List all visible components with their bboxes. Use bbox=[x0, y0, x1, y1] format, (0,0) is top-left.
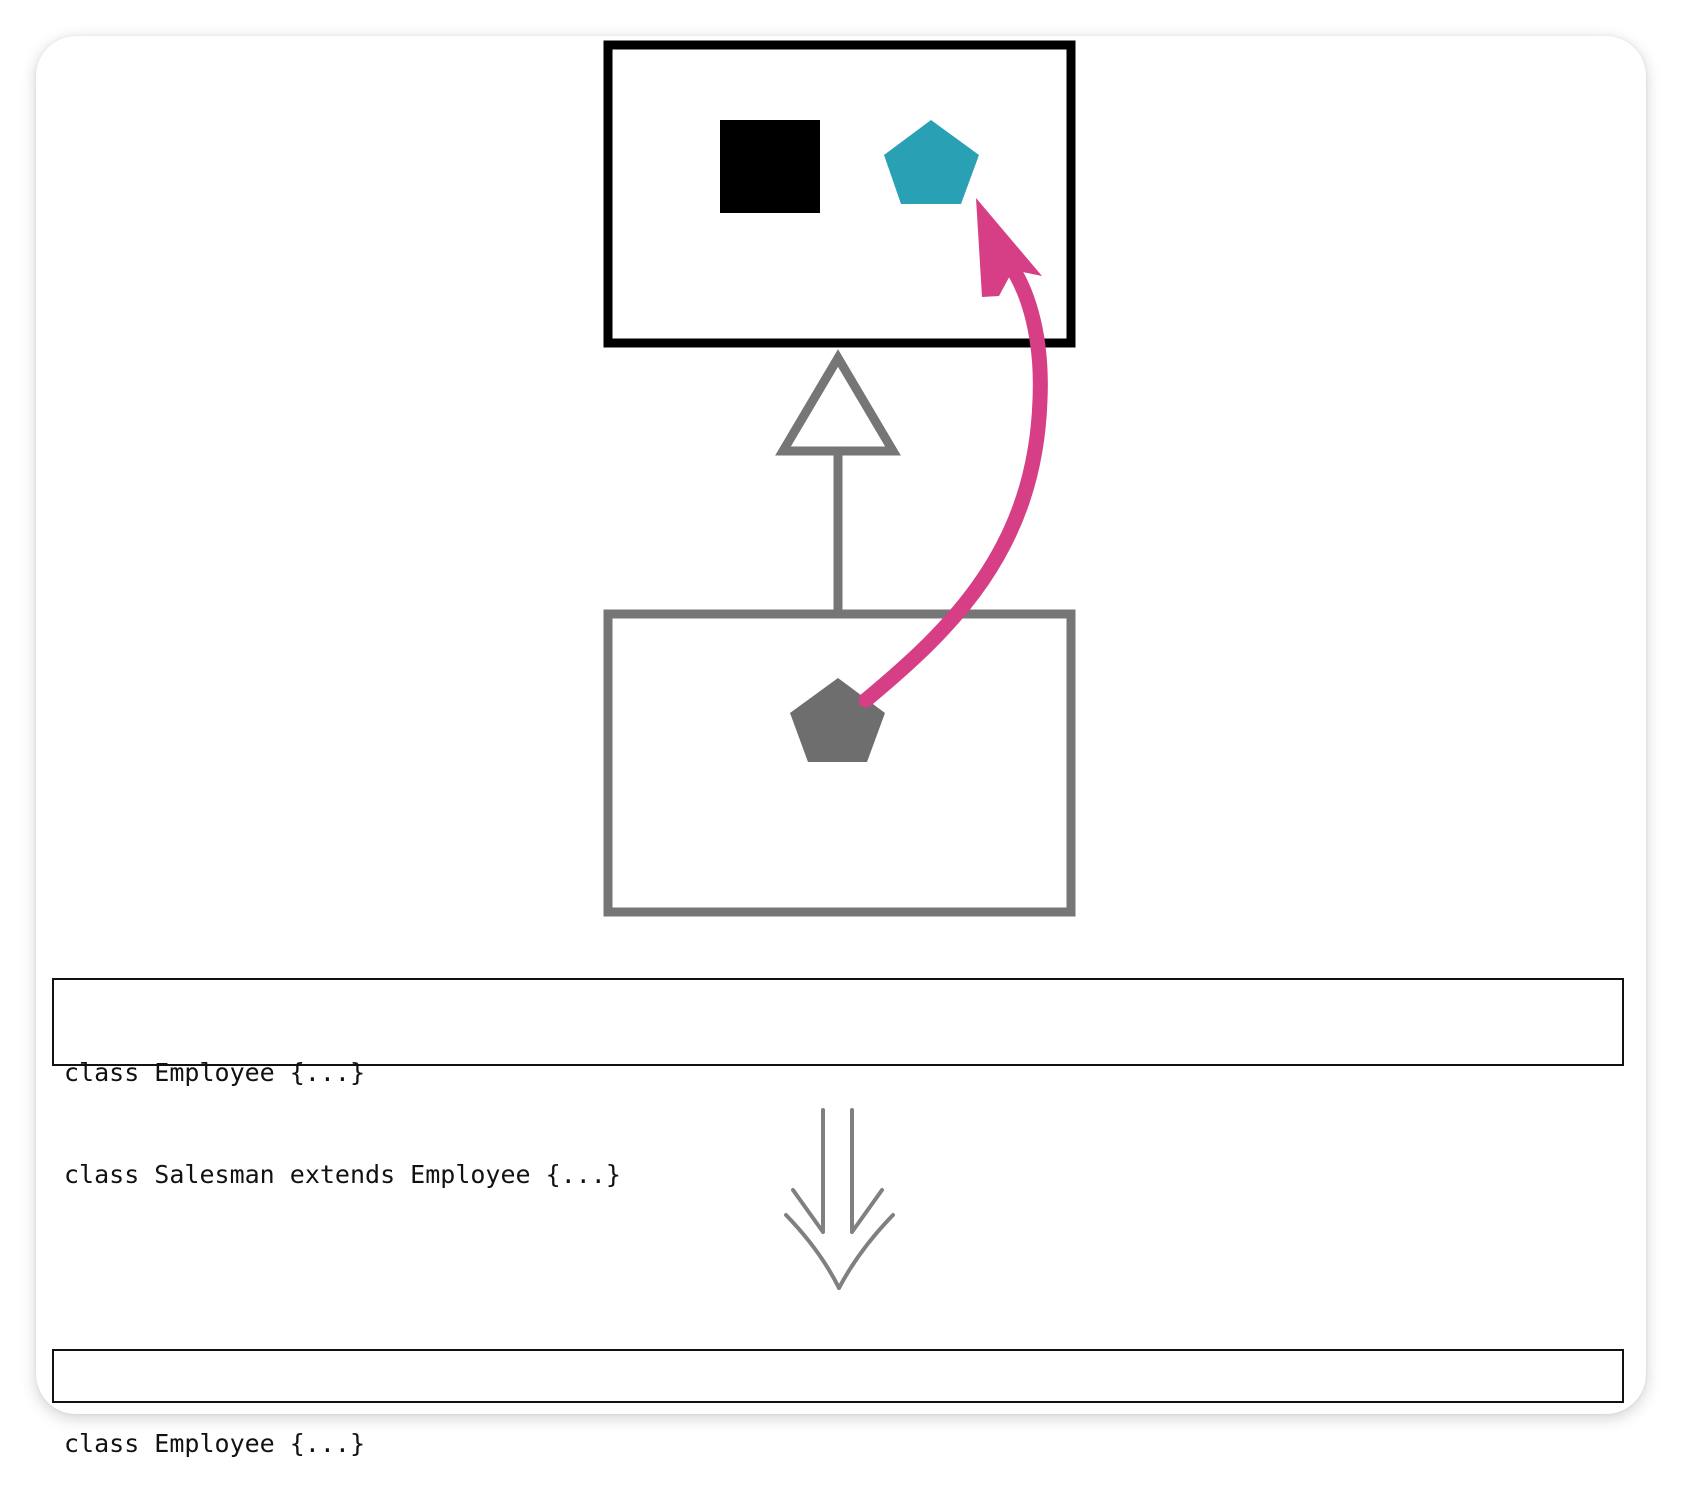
code-line: class Employee {...} bbox=[64, 1429, 366, 1458]
code-line: class Employee {...} bbox=[64, 1058, 366, 1087]
code-before-box: class Employee {...} class Salesman exte… bbox=[52, 978, 1624, 1189]
double-down-arrow-icon bbox=[784, 1108, 895, 1290]
collapse-hierarchy-diagram bbox=[603, 40, 1076, 917]
pull-up-arrow-curve bbox=[858, 254, 1048, 708]
code-line: class Salesman extends Employee {...} bbox=[64, 1160, 621, 1189]
inheritance-triangle-icon bbox=[775, 349, 901, 456]
superclass-box bbox=[603, 40, 1076, 348]
code-after-box: class Employee {...} bbox=[52, 1349, 1624, 1458]
subclass-box bbox=[603, 609, 1076, 917]
pull-up-arrowhead-icon bbox=[976, 198, 1042, 297]
superclass-pentagon-member bbox=[884, 120, 979, 204]
superclass-square-member bbox=[720, 120, 820, 213]
